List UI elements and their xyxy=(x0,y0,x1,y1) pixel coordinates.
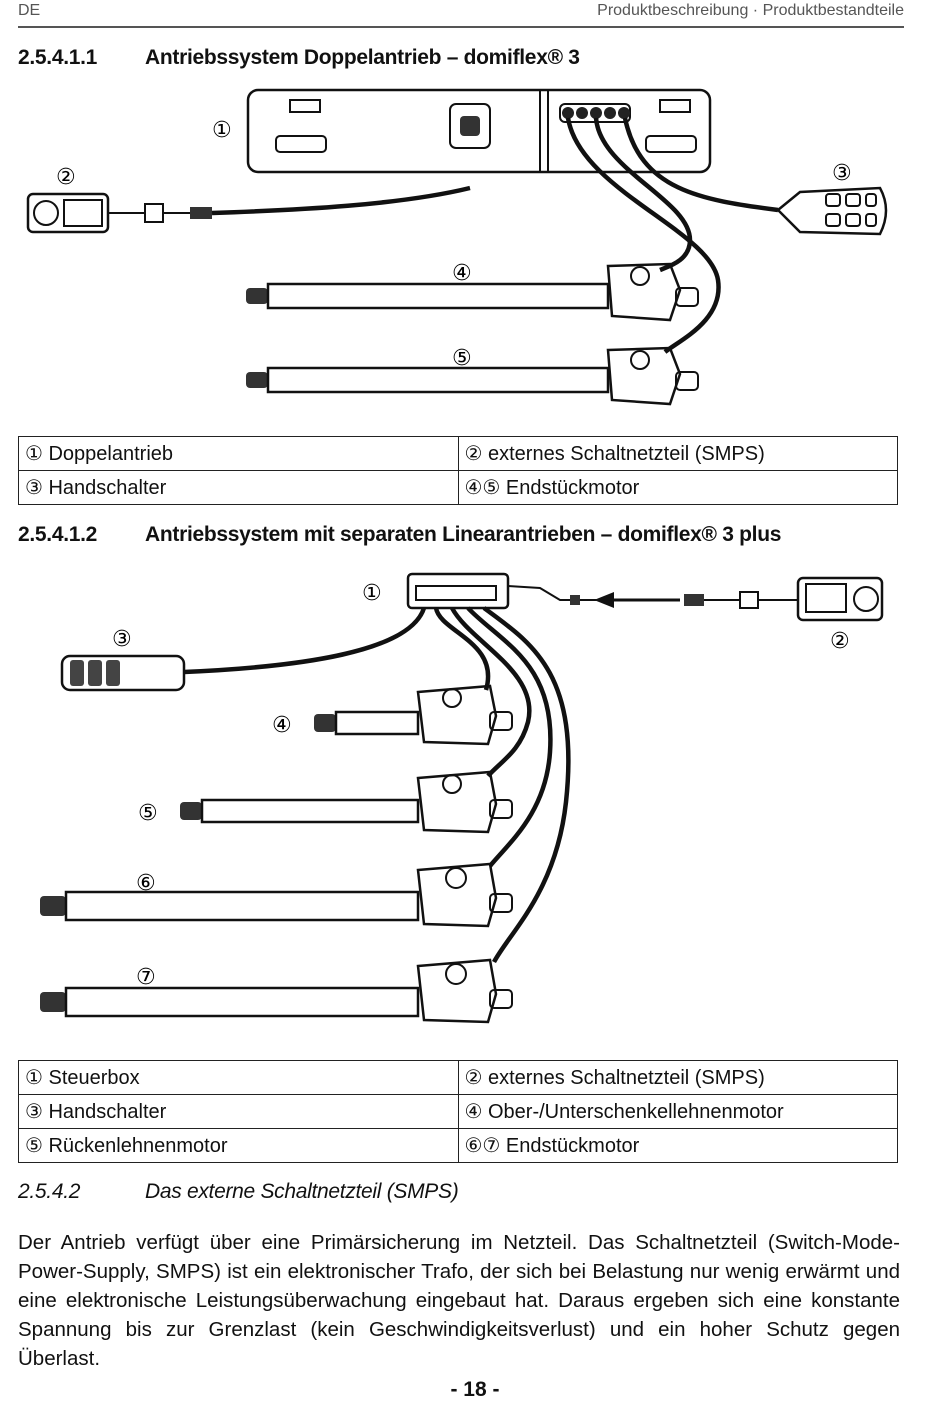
actuator-7 xyxy=(40,606,571,1024)
table-cell: ⑥⑦ Endstückmotor xyxy=(457,1128,898,1163)
section-heading-2: 2.5.4.1.2 Antriebssystem mit separaten Li… xyxy=(18,523,781,547)
table-cell: ② externes Schaltnetzteil (SMPS) xyxy=(457,436,898,471)
label-4: ④ xyxy=(452,261,472,286)
label-5: ⑤ xyxy=(138,801,158,826)
table-row: ③ Handschalter ④⑤ Endstückmotor xyxy=(18,470,898,505)
label-5: ⑤ xyxy=(452,346,472,371)
language-code: DE xyxy=(18,2,41,19)
section-number: 2.5.4.1.1 xyxy=(18,46,98,69)
label-3: ③ xyxy=(832,161,852,186)
table-cell: ③ Handschalter xyxy=(18,470,459,505)
table-cell: ④⑤ Endstückmotor xyxy=(457,470,898,505)
actuator-4 xyxy=(314,607,513,746)
legend-table-2: ① Steuerbox ② externes Schaltnetzteil (S… xyxy=(18,1060,898,1163)
section-number: 2.5.4.1.2 xyxy=(18,523,98,546)
control-box xyxy=(406,572,600,610)
table-cell: ⑤ Rückenlehnenmotor xyxy=(18,1128,459,1163)
label-3: ③ xyxy=(112,627,132,652)
label-2: ② xyxy=(830,629,850,654)
connect-arrow xyxy=(594,592,680,608)
table-row: ⑤ Rückenlehnenmotor ⑥⑦ Endstückmotor xyxy=(18,1128,898,1163)
table-cell: ④ Ober-/Unterschenkellehnenmotor xyxy=(457,1094,898,1129)
hand-control xyxy=(622,117,888,236)
label-6: ⑥ xyxy=(136,871,156,896)
label-4: ④ xyxy=(272,713,292,738)
section-heading-1: 2.5.4.1.1 Antriebssystem Doppelantrieb – … xyxy=(18,46,580,70)
label-2: ② xyxy=(56,165,76,190)
label-1: ① xyxy=(212,118,232,143)
table-row: ① Doppelantrieb ② externes Schaltnetztei… xyxy=(18,436,898,471)
actuator-5 xyxy=(246,117,721,406)
section-title: Antriebssystem mit separaten Linearantri… xyxy=(145,523,782,546)
table-row: ③ Handschalter ④ Ober-/Unterschenkellehn… xyxy=(18,1094,898,1129)
table-cell: ③ Handschalter xyxy=(18,1094,459,1129)
section-title: Antriebssystem Doppelantrieb – domiflex®… xyxy=(145,46,580,69)
section-title: Das externe Schaltnetzteil (SMPS) xyxy=(145,1180,459,1203)
actuator-4 xyxy=(246,117,699,322)
label-1: ① xyxy=(362,581,382,606)
table-row: ① Steuerbox ② externes Schaltnetzteil (S… xyxy=(18,1060,898,1095)
table-cell: ① Doppelantrieb xyxy=(18,436,459,471)
section-heading-3: 2.5.4.2 Das externe Schaltnetzteil (SMPS) xyxy=(18,1180,459,1204)
header-breadcrumb: Produktbeschreibung · Produktbestandteil… xyxy=(597,2,904,19)
figure-separate-actuators: ① ② ③ ④ ⑤ ⑥ ⑦ xyxy=(40,572,884,1024)
page-header: DE Produktbeschreibung · Produktbestandt… xyxy=(18,0,904,28)
actuator-6 xyxy=(40,606,553,928)
section-number: 2.5.4.2 xyxy=(18,1180,81,1203)
page-number: - 18 - xyxy=(450,1378,500,1401)
hand-control xyxy=(60,607,427,692)
power-supply xyxy=(26,185,471,234)
table-cell: ② externes Schaltnetzteil (SMPS) xyxy=(457,1060,898,1095)
body-paragraph: Der Antrieb verfügt über eine Primärsich… xyxy=(18,1231,900,1370)
label-7: ⑦ xyxy=(136,965,156,990)
table-cell: ① Steuerbox xyxy=(18,1060,459,1095)
legend-table-1: ① Doppelantrieb ② externes Schaltnetztei… xyxy=(18,436,898,505)
actuator-5 xyxy=(180,606,532,834)
power-supply xyxy=(684,576,884,622)
figure-double-drive: ① ② ③ ④ ⑤ xyxy=(26,88,888,406)
